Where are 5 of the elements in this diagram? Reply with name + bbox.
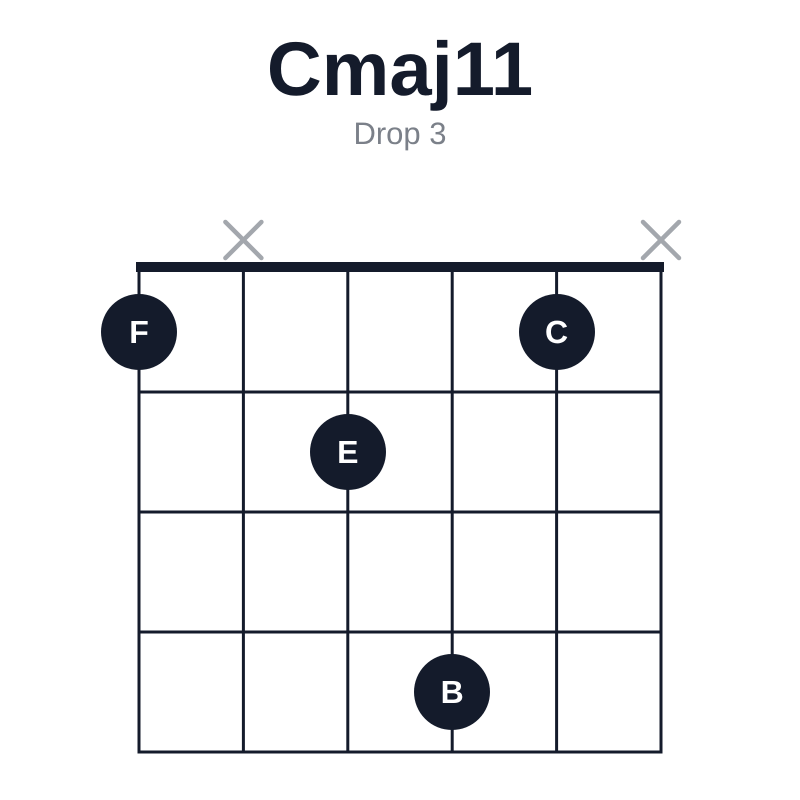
finger-dot: B	[414, 654, 490, 730]
finger-dot: C	[518, 294, 595, 370]
finger-dot: E	[310, 414, 386, 490]
finger-dot: F	[101, 294, 177, 370]
voicing-caption: Drop 3	[353, 118, 447, 149]
